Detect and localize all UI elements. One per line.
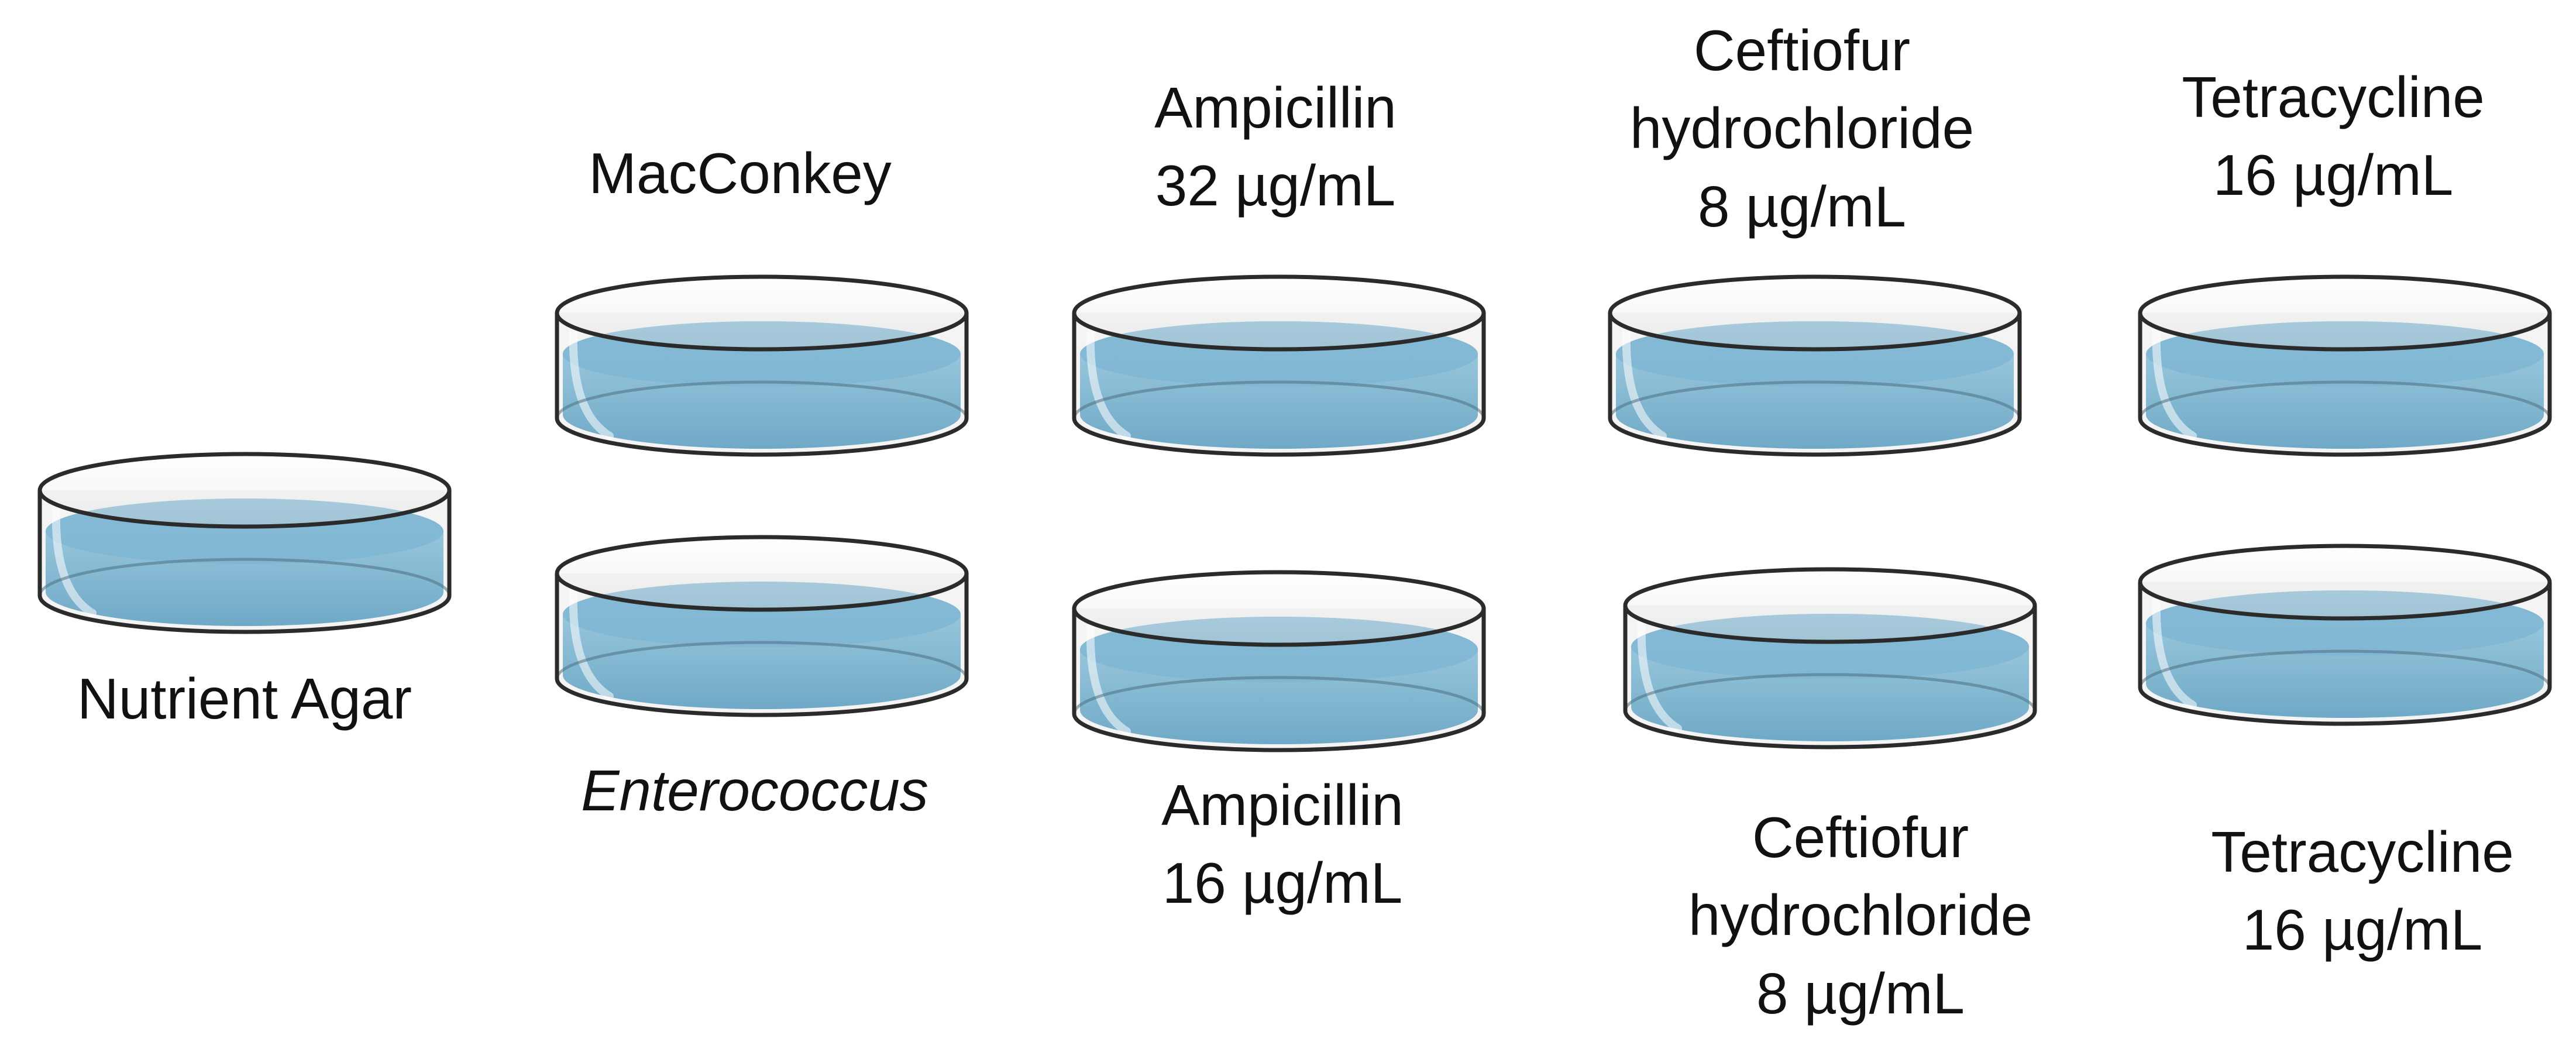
- petri-dish-ampicillin-16: [1072, 570, 1486, 752]
- label-tetracycline-top: Tetracycline 16 µg/mL: [2182, 65, 2485, 208]
- label-ampicillin-16: Ampicillin 16 µg/mL: [1161, 773, 1404, 916]
- petri-dish-ampicillin-32: [1072, 274, 1486, 457]
- petri-dish-macconkey: [555, 274, 969, 457]
- label-ceftiofur-top: Ceftiofur hydrochloride 8 µg/mL: [1629, 18, 1975, 239]
- label-macconkey: MacConkey: [589, 141, 892, 205]
- petri-dish-enterococcus: [555, 535, 969, 717]
- label-nutrient-agar: Nutrient Agar: [77, 666, 412, 731]
- petri-dish-ceftiofur-bottom: [1623, 567, 2037, 749]
- petri-dish-tetracycline-top: [2138, 274, 2552, 457]
- petri-dish-tetracycline-bottom: [2138, 544, 2552, 726]
- label-tetracycline-bottom: Tetracycline 16 µg/mL: [2211, 820, 2514, 962]
- petri-dish-nutrient-agar: [37, 452, 452, 634]
- label-ceftiofur-bottom: Ceftiofur hydrochloride 8 µg/mL: [1688, 805, 2033, 1026]
- petri-dish-ceftiofur-top: [1608, 274, 2022, 457]
- label-ampicillin-32: Ampicillin 32 µg/mL: [1154, 75, 1397, 218]
- label-enterococcus: Enterococcus: [581, 758, 928, 823]
